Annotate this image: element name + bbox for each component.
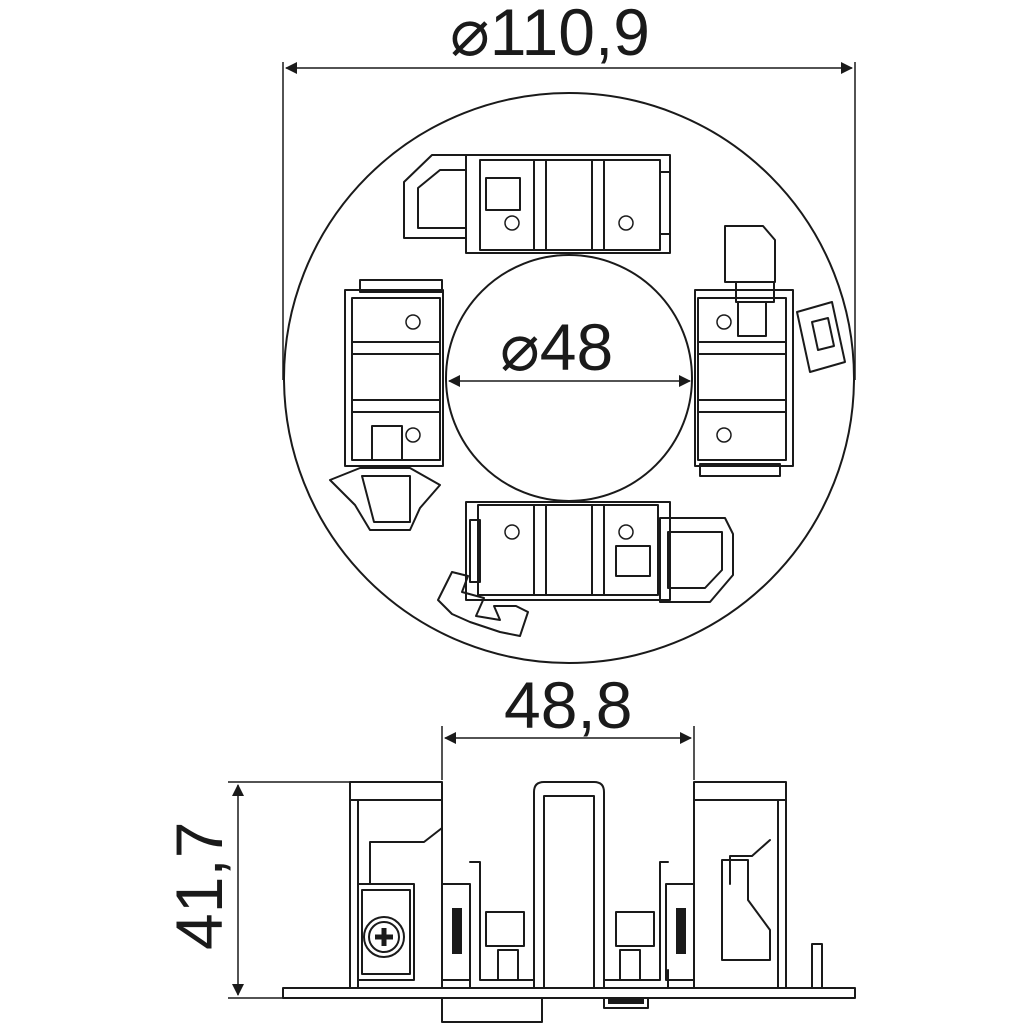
center-bracket — [469, 781, 669, 989]
terminal-block-top — [403, 154, 671, 254]
base-plate — [282, 987, 856, 999]
side-view: 48,8 41,7 — [162, 668, 856, 1023]
height-label: 41,7 — [162, 822, 236, 950]
outer-disc — [283, 92, 855, 664]
width-label: 48,8 — [504, 668, 632, 742]
terminal-block-bottom — [437, 501, 734, 637]
inner-diameter-label: ⌀48 — [500, 310, 613, 384]
terminal-block-left — [329, 279, 444, 531]
terminal-block-right — [694, 225, 846, 477]
housing-right — [665, 781, 823, 989]
outer-diameter-label: ⌀110,9 — [450, 0, 650, 69]
housing-left — [349, 781, 471, 989]
top-view: ⌀110,9 ⌀48 — [282, 0, 856, 664]
